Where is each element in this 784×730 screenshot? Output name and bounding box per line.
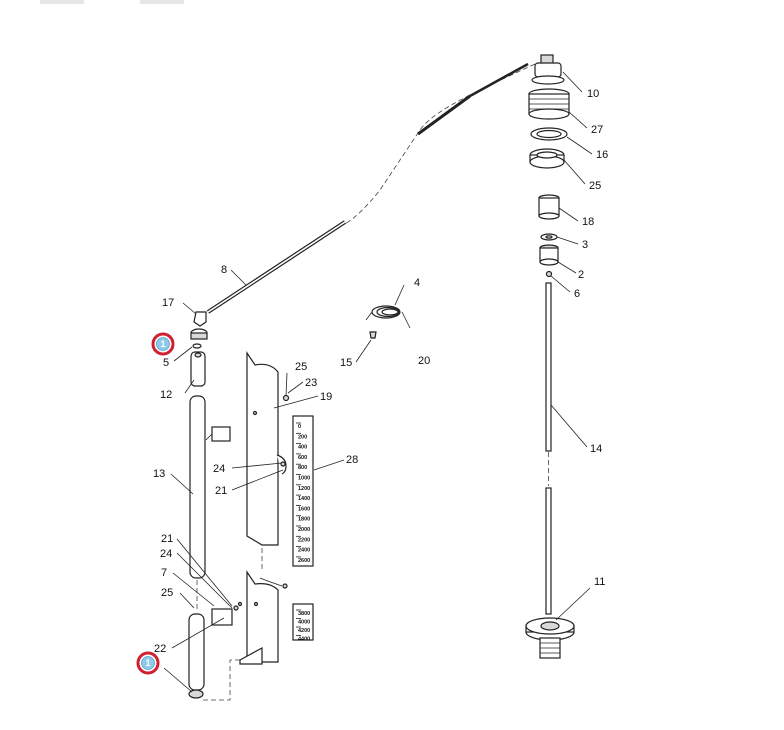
scale-lower-label: 4000: [298, 620, 310, 626]
callout-c3: 3: [582, 239, 588, 251]
highlight-markers: 11: [136, 332, 175, 675]
sensor-tube-assembly: [188, 311, 243, 701]
thread-27-bottom: [528, 108, 570, 120]
rod-14-upper[interactable]: [545, 282, 552, 452]
callout-c6: 6: [574, 288, 580, 300]
callout-c19: 19: [320, 391, 332, 403]
scale-upper-label: 1600: [298, 506, 310, 512]
marker-label: 1: [160, 339, 165, 349]
wire-8[interactable]: [206, 62, 536, 314]
callout-c12: 12: [160, 389, 172, 401]
callout-c7: 7: [161, 567, 167, 579]
callout-c10: 10: [587, 88, 599, 100]
callout-c22: 22: [154, 643, 166, 655]
callout-c24a: 24: [160, 548, 172, 560]
cap-10[interactable]: [534, 62, 562, 78]
callout-c13: 13: [153, 468, 165, 480]
scale-upper-label: 200: [298, 434, 307, 440]
callout-c21a: 21: [161, 533, 173, 545]
callout-c27: 27: [591, 124, 603, 136]
marker-dot: [156, 337, 170, 351]
scale-upper-label: 1400: [298, 496, 310, 502]
callout-c11: 11: [594, 576, 605, 588]
tube-13[interactable]: [189, 395, 206, 579]
callout-c18: 18: [582, 216, 594, 228]
scale-upper-label: 2400: [298, 548, 310, 554]
level-scale-28-lower[interactable]: 3800 4000 4200 4400: [292, 603, 314, 643]
scale-upper-label: 600: [298, 455, 307, 461]
callout-c15: 15: [340, 357, 352, 369]
scale-upper-label: 2000: [298, 527, 310, 533]
callout-c21b: 21: [215, 485, 227, 497]
guide-panel-19[interactable]: [239, 351, 290, 665]
callout-c14: 14: [590, 443, 602, 455]
callout-c25c: 25: [295, 361, 307, 373]
tube-22[interactable]: [188, 613, 205, 691]
scale-lower-label: 4200: [298, 628, 310, 634]
callout-c25b: 25: [161, 587, 173, 599]
scale-upper-label: 2200: [298, 537, 310, 543]
marker-label: 1: [145, 658, 150, 668]
elbow-17[interactable]: [193, 311, 207, 327]
spring-4[interactable]: [365, 305, 411, 329]
callout-c20: 20: [418, 355, 430, 367]
ring-5[interactable]: [192, 343, 202, 349]
header-strip-right: [140, 0, 184, 4]
scale-upper-label: 800: [298, 465, 307, 471]
scale-upper-label: 1200: [298, 486, 310, 492]
scale-upper-label: 1000: [298, 476, 310, 482]
scale-28-lower-frame: [292, 603, 314, 641]
end-cap[interactable]: [188, 689, 204, 699]
callout-c4: 4: [414, 277, 420, 289]
cap-10-base: [531, 75, 565, 85]
level-scale-28-upper[interactable]: 0 200 400 600 800 1000 1200 1400 1600 1800 2000 220…: [292, 415, 314, 567]
clip-lower[interactable]: [211, 608, 233, 626]
callout-c28: 28: [346, 454, 358, 466]
callout-c25a: 25: [589, 180, 601, 192]
scale-upper-label: 2600: [298, 558, 310, 564]
scale-upper-label: 0: [298, 424, 301, 430]
rod-14-lower[interactable]: [545, 487, 552, 615]
leader-lines: [163, 71, 593, 693]
scale-lower-label: 4400: [298, 637, 310, 643]
header-strip-left: [40, 0, 84, 4]
clip-24-21[interactable]: [276, 454, 287, 475]
float-rod-assembly: [525, 194, 575, 659]
screw-15[interactable]: [369, 331, 377, 339]
callout-c16: 16: [596, 149, 608, 161]
callout-c17: 17: [162, 297, 174, 309]
highlight-marker-m2[interactable]: 1: [136, 651, 160, 675]
scale-lower-label: 3800: [298, 611, 310, 617]
pin-6[interactable]: [545, 270, 553, 278]
callout-c8: 8: [221, 264, 227, 276]
callout-c23: 23: [305, 377, 317, 389]
callout-c2: 2: [578, 269, 584, 281]
callout-c5: 5: [163, 357, 169, 369]
scale-upper-label: 1800: [298, 517, 310, 523]
sleeve-12[interactable]: [190, 351, 206, 387]
scale-upper-label: 400: [298, 445, 307, 451]
fill-cap-assembly: [528, 54, 570, 169]
clip-upper[interactable]: [211, 426, 231, 442]
callout-c24b: 24: [213, 463, 225, 475]
marker-dot: [141, 656, 155, 670]
highlight-marker-m1[interactable]: 1: [151, 332, 175, 356]
